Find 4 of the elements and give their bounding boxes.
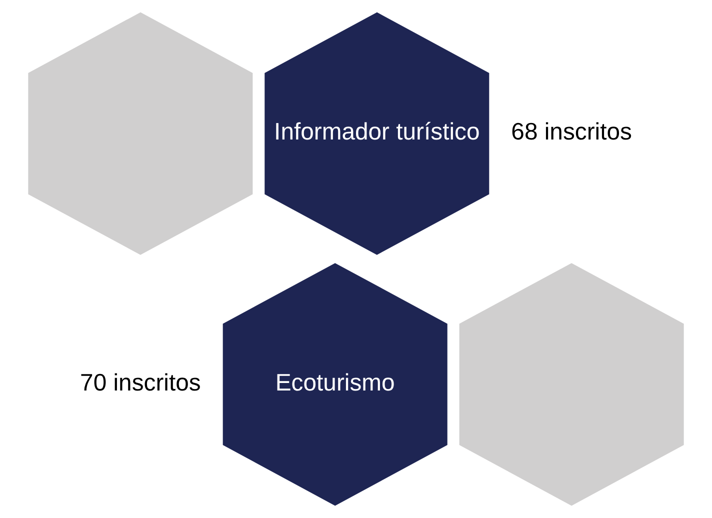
node-label: 68 inscritos [511, 118, 632, 146]
node-hexagon [459, 263, 684, 506]
node-label: 70 inscritos [80, 369, 201, 396]
node-hexagon [28, 12, 253, 255]
